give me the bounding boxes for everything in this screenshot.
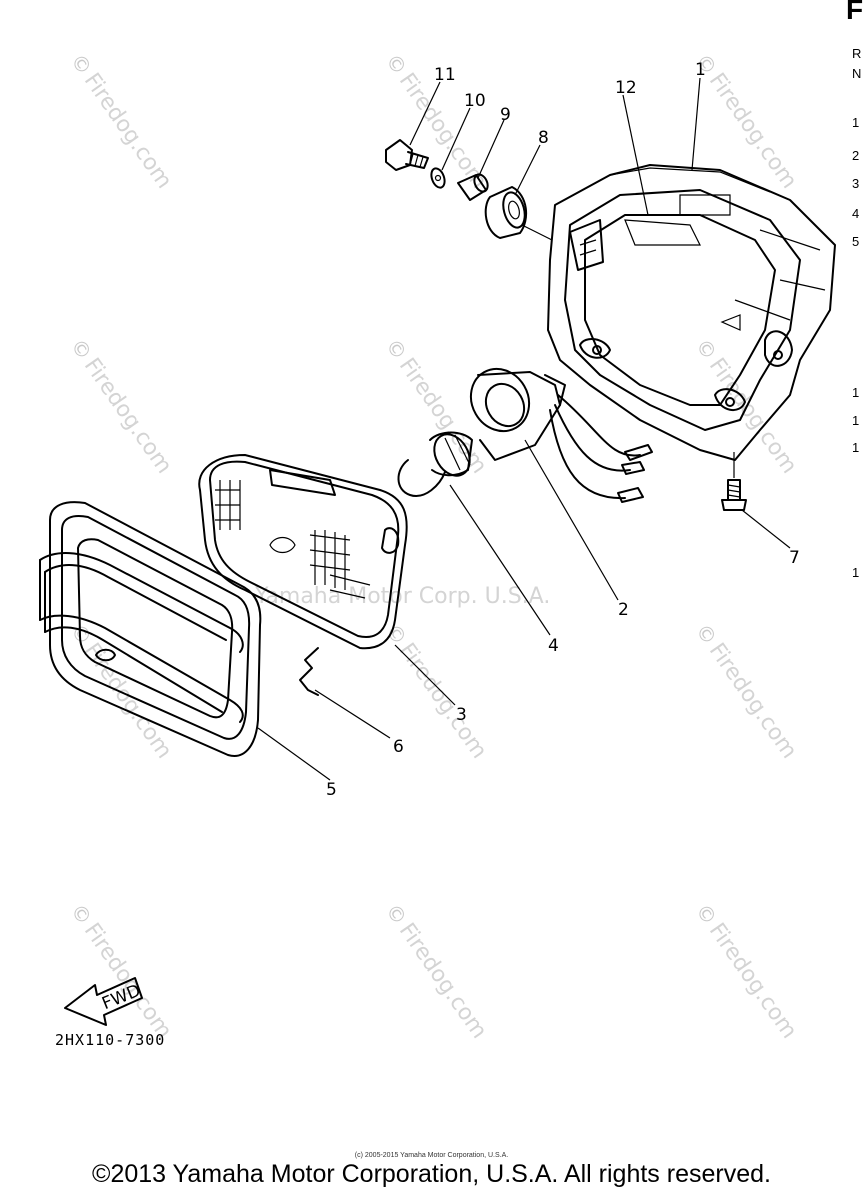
side-table-row: 1 bbox=[852, 385, 860, 400]
watermark-text: Firedog.com bbox=[704, 919, 802, 1044]
watermark-text: Firedog.com bbox=[704, 639, 802, 764]
part-bolt bbox=[385, 139, 429, 171]
part-washer bbox=[430, 167, 446, 189]
watermark-text: Firedog.com bbox=[704, 354, 802, 479]
small-copyright-text: (c) 2005-2015 Yamaha Motor Corporation, … bbox=[354, 1152, 509, 1159]
callout-1: 1 bbox=[695, 60, 706, 80]
watermark-center-text: Yamaha Motor Corp. U.S.A. bbox=[254, 584, 550, 609]
callout-9: 9 bbox=[500, 105, 511, 125]
copyright-text: ©2013 Yamaha Motor Corporation, U.S.A. A… bbox=[92, 1160, 771, 1188]
side-table-row: 2 bbox=[852, 148, 860, 163]
callout-2: 2 bbox=[618, 600, 629, 620]
part-headlight-guard bbox=[39, 501, 262, 757]
leader-lines bbox=[257, 77, 791, 781]
side-table-row: 1 bbox=[852, 115, 860, 130]
callout-7: 7 bbox=[789, 548, 800, 568]
watermark-text: Firedog.com bbox=[394, 919, 492, 1044]
side-table-row: 5 bbox=[852, 234, 860, 249]
side-table-col-header-2: N bbox=[852, 66, 862, 81]
part-screw bbox=[721, 452, 747, 511]
diagram-part-number: 2HX110-7300 bbox=[55, 1031, 165, 1049]
callout-11: 11 bbox=[434, 65, 456, 85]
side-table-header: F bbox=[846, 0, 863, 25]
side-table-row: 1 bbox=[852, 565, 860, 580]
part-grommet bbox=[484, 186, 553, 241]
watermark-text: Firedog.com bbox=[394, 639, 492, 764]
callout-5: 5 bbox=[326, 780, 337, 800]
callout-8: 8 bbox=[538, 128, 549, 148]
side-table-row: 4 bbox=[852, 206, 860, 221]
watermark-text: Firedog.com bbox=[79, 639, 177, 764]
part-spring-clip bbox=[299, 647, 319, 696]
side-table-row: 1 bbox=[852, 413, 860, 428]
watermark-text: Firedog.com bbox=[79, 354, 177, 479]
callout-3: 3 bbox=[456, 705, 467, 725]
watermark-text: Firedog.com bbox=[79, 69, 177, 194]
callout-12: 12 bbox=[615, 78, 637, 98]
watermark-text: Firedog.com bbox=[704, 69, 802, 194]
fwd-arrow-icon: FWD bbox=[64, 977, 143, 1026]
part-bulb bbox=[397, 431, 473, 497]
callout-6: 6 bbox=[393, 737, 404, 757]
callout-4: 4 bbox=[548, 636, 559, 656]
watermark-layer: ©Firedog.com ©Firedog.com ©Firedog.com ©… bbox=[66, 49, 802, 1044]
part-headlight-housing bbox=[547, 164, 836, 461]
callout-labels: 1 12 11 10 9 8 2 4 3 6 5 7 bbox=[326, 60, 800, 800]
callout-10: 10 bbox=[464, 91, 486, 111]
part-lens-unit bbox=[198, 454, 408, 650]
part-socket-cord bbox=[469, 367, 653, 503]
side-table-row: 1 bbox=[852, 440, 860, 455]
side-table-col-header-1: R bbox=[852, 46, 862, 61]
part-collar bbox=[457, 173, 489, 201]
side-table-row: 3 bbox=[852, 176, 860, 191]
